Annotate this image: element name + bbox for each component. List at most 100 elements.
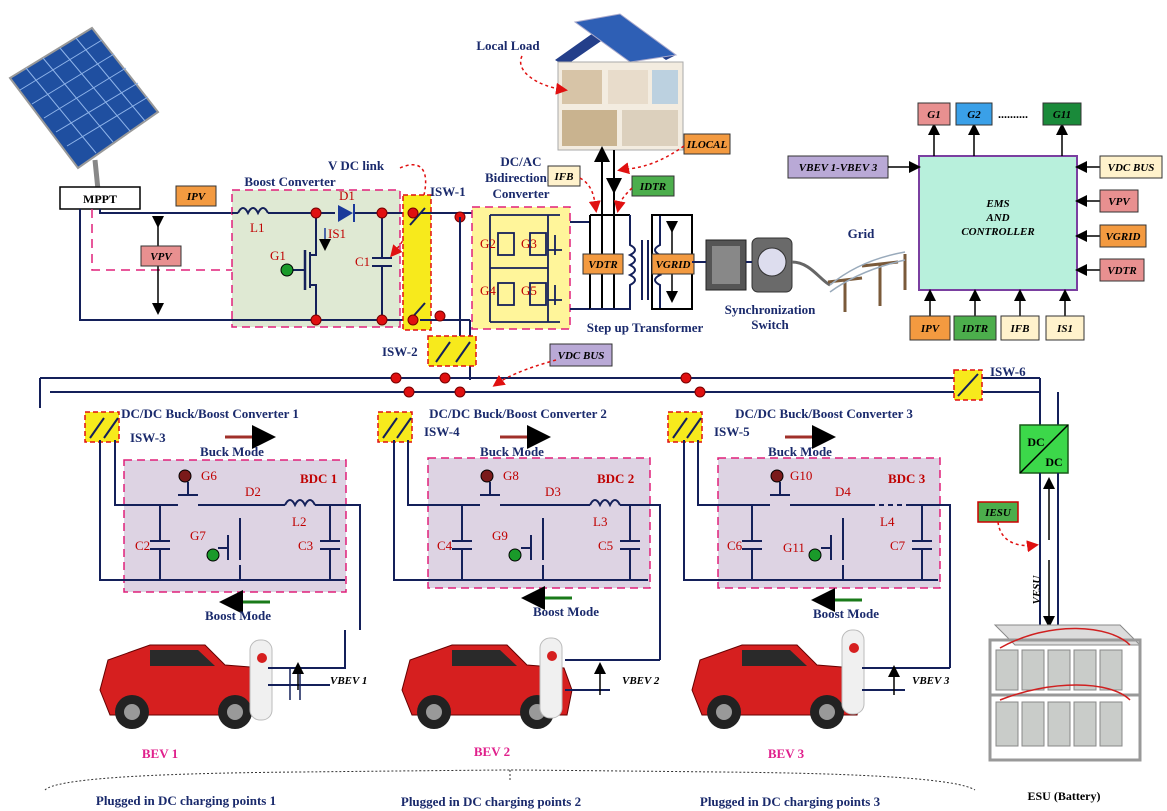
plug3-label: Plugged in DC charging points 3 (700, 794, 881, 809)
vdtr-tag (582, 253, 624, 275)
vpv-label: VPV (150, 251, 173, 263)
isw5-label: ISW-5 (714, 424, 750, 439)
local-load-label: Local Load (476, 38, 540, 53)
g6-gate-icon (178, 469, 192, 483)
bev3-truck-icon (691, 629, 865, 729)
boost-converter-title: Boost Converter (244, 174, 336, 189)
bdc2-buck-label: Buck Mode (480, 444, 544, 459)
igbt-bridge-icon (489, 214, 562, 323)
bdc2-boost-label: Boost Mode (533, 604, 599, 619)
ipv-label: IPV (186, 191, 207, 203)
g2-output-tag (955, 102, 993, 126)
g2-output-label: G2 (967, 109, 981, 121)
step-up-transformer-icon (590, 215, 663, 310)
isw1-label: ISW-1 (430, 184, 466, 199)
bev2-truck-icon (401, 637, 573, 729)
c6-label: C6 (727, 538, 743, 553)
is1-input-tag (1045, 315, 1085, 341)
g3-label: G3 (521, 236, 537, 251)
ems-label-1: EMS (985, 198, 1009, 210)
vpv-tag (140, 245, 182, 267)
plug1-label: Plugged in DC charging points 1 (96, 793, 276, 808)
idtr-tag (631, 175, 675, 197)
isw6-label: ISW-6 (990, 364, 1026, 379)
c7-label: C7 (890, 538, 906, 553)
c2-label: C2 (135, 538, 150, 553)
ems-label-3: CONTROLLER (961, 226, 1034, 238)
g1-label: G1 (270, 248, 286, 263)
c1-label: C1 (355, 254, 370, 269)
sync-switch-label-2: Switch (751, 317, 789, 332)
isw2-switch (427, 335, 477, 367)
g10-label: G10 (790, 468, 812, 483)
ipv-tag (175, 185, 217, 207)
bdc3-title: DC/DC Buck/Boost Converter 3 (735, 406, 913, 421)
vdtr-input-label: VDTR (1107, 265, 1136, 277)
g-dots-label: .......... (998, 107, 1028, 121)
d3-label: D3 (545, 484, 561, 499)
vpv-input-label: VPV (1108, 196, 1131, 208)
g6-label: G6 (201, 468, 217, 483)
bdc3-block (717, 457, 941, 589)
bdc2-block (427, 457, 651, 589)
is1-label: IS1 (328, 226, 346, 241)
dcac-title-2: Bidirectional (485, 170, 557, 185)
g8-gate-icon (480, 469, 494, 483)
ifb-input-label: IFB (1010, 323, 1030, 335)
g1-output-label: G1 (927, 109, 940, 121)
sync-switch-label-1: Synchronization (725, 302, 817, 317)
bdc2-label: BDC 2 (597, 471, 634, 486)
step-up-label: Step up Transformer (587, 320, 704, 335)
mppt-label: MPPT (83, 192, 117, 206)
vbev1-label: VBEV 1 (330, 675, 367, 687)
diode-d1-icon (338, 205, 353, 222)
g9-label: G9 (492, 528, 508, 543)
synchronization-switch-icon (705, 237, 793, 293)
bev3-label: BEV 3 (768, 746, 805, 761)
idtr-label: IDTR (639, 181, 666, 193)
c3-label: C3 (298, 538, 313, 553)
g11-output-tag (1042, 102, 1082, 126)
iesu-label: IESU (984, 507, 1012, 519)
bdc1-title: DC/DC Buck/Boost Converter 1 (121, 406, 299, 421)
vdtr-label: VDTR (588, 259, 617, 271)
bdc1-label: BDC 1 (300, 471, 337, 486)
vdcbus-input-label: VDC BUS (1108, 162, 1155, 174)
house-local-load-icon (555, 13, 684, 151)
vdtr-input-tag (1099, 258, 1145, 282)
l3-label: L3 (593, 514, 607, 529)
ilocal-label: ILOCAL (686, 139, 728, 151)
ifb-input-tag (1000, 315, 1040, 341)
bev1-truck-icon (99, 639, 273, 729)
isw4-label: ISW-4 (424, 424, 460, 439)
vesu-label: VESU (1031, 575, 1043, 605)
d2-label: D2 (245, 484, 261, 499)
g5-label: G5 (521, 283, 537, 298)
bdc3-boost-label: Boost Mode (813, 606, 879, 621)
vdc-link-label: V DC link (328, 158, 385, 173)
vbev-range-label: VBEV 1-VBEV 3 (799, 162, 878, 174)
ilocal-tag (683, 133, 731, 155)
isw2-label: ISW-2 (382, 344, 418, 359)
g11-label: G11 (783, 540, 805, 555)
vdcbus-label: VDC BUS (558, 350, 605, 362)
vgrid-label: VGRID (656, 259, 691, 271)
vbev2-label: VBEV 2 (622, 675, 660, 687)
ifb-label: IFB (554, 171, 574, 183)
vdcbus-input-tag (1099, 155, 1163, 179)
idtr-input-label: IDTR (961, 323, 988, 335)
g11-gate-icon (808, 548, 822, 562)
plug2-label: Plugged in DC charging points 2 (401, 794, 581, 809)
vgrid-tag (651, 253, 695, 275)
idtr-input-tag (953, 315, 997, 341)
c4-label: C4 (437, 538, 453, 553)
ipv-input-label: IPV (920, 323, 941, 335)
g4-label: G4 (480, 283, 496, 298)
grid-label: Grid (848, 226, 875, 241)
l2-label: L2 (292, 514, 306, 529)
solar-panel-icon (8, 26, 160, 191)
g10-gate-icon (770, 469, 784, 483)
bdc3-buck-label: Buck Mode (768, 444, 832, 459)
dc-bottom-label: DC (1045, 455, 1062, 469)
